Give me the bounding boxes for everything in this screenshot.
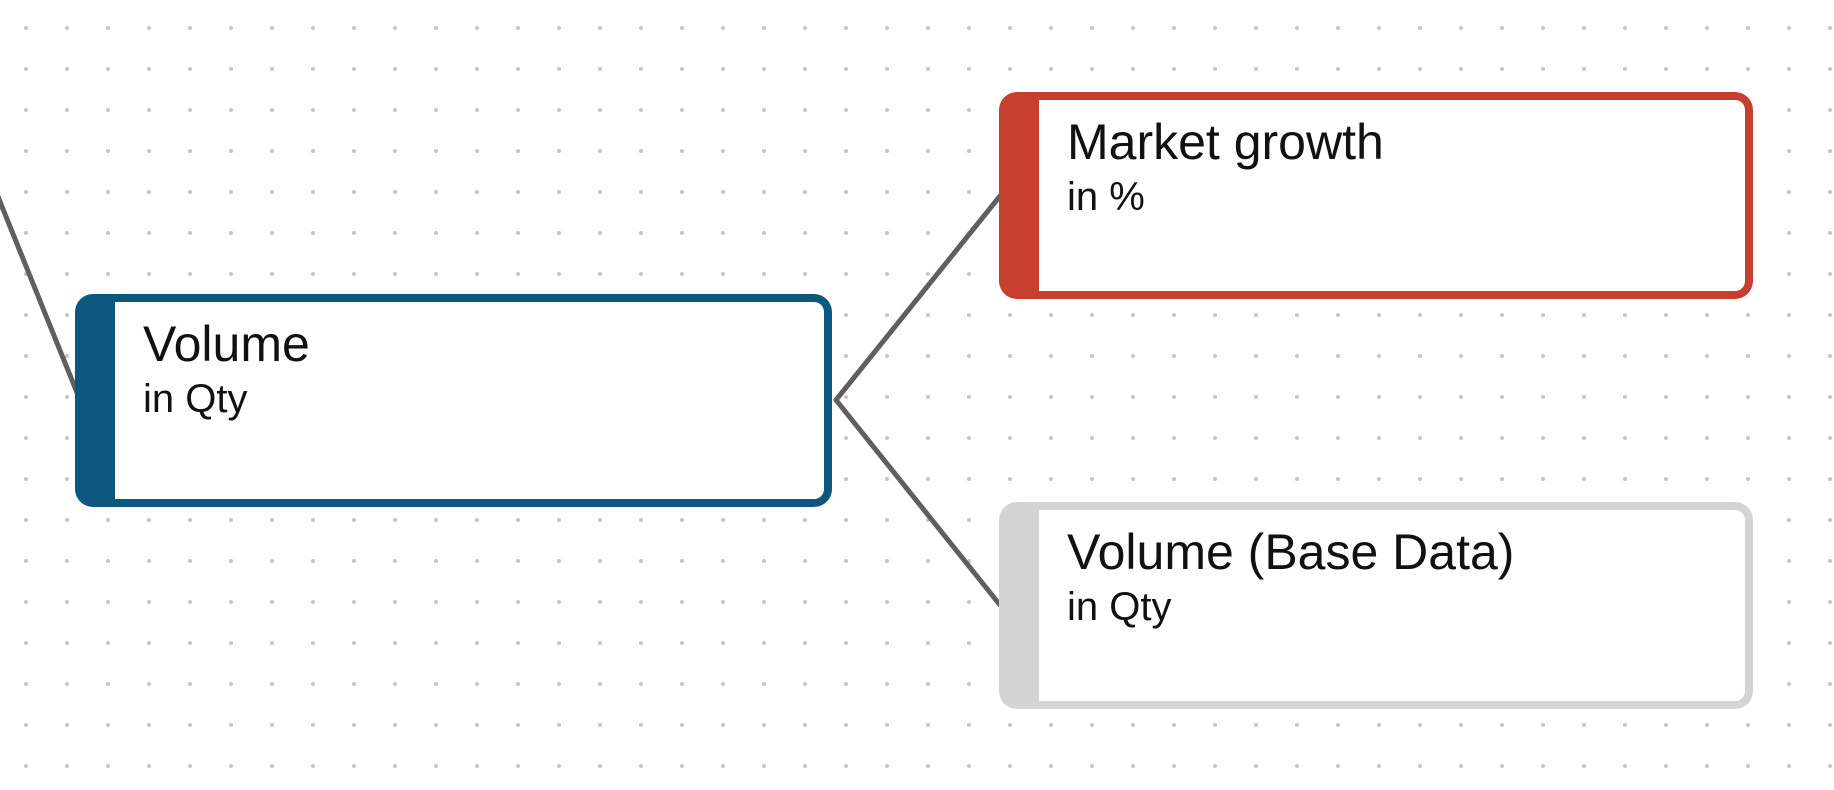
edge-connector-volume-to-market-growth [833, 193, 1003, 403]
node-unit-subtitle: in Qty [143, 377, 248, 421]
node-title: Market growth [1067, 114, 1384, 170]
edge-connector-volume-to-volume-base-data [833, 397, 1003, 608]
node-title: Volume (Base Data) [1067, 524, 1515, 580]
node-volume-base-data[interactable]: Volume (Base Data) in Qty [999, 502, 1753, 709]
node-unit-subtitle: in % [1067, 175, 1145, 219]
node-unit-subtitle: in Qty [1067, 585, 1172, 629]
node-title: Volume [143, 316, 310, 372]
node-market-growth[interactable]: Market growth in % [999, 92, 1753, 299]
edge-connector-incoming-left [0, 195, 83, 403]
node-volume[interactable]: Volume in Qty [75, 294, 832, 507]
